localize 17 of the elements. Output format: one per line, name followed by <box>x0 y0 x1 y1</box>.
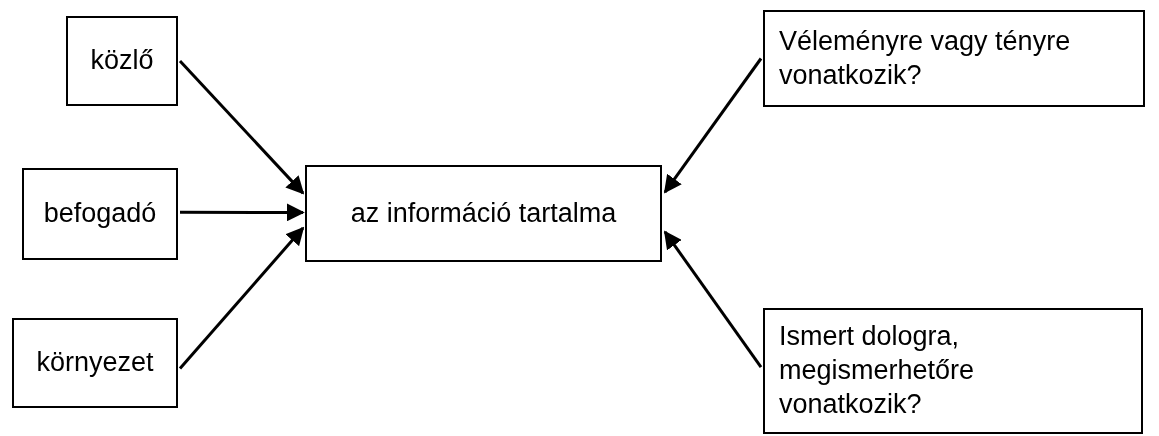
arrow <box>663 230 763 369</box>
box-label: közlő <box>90 44 154 78</box>
text-box <box>22 168 178 260</box>
box-label: Véleményre vagy tényre vonatkozik? <box>779 24 1072 92</box>
text-box <box>305 165 662 262</box>
arrow <box>178 59 305 195</box>
box-label: környezet <box>36 346 154 380</box>
box-label: Ismert dologra, megismerhetőre vonatkozik? <box>779 320 976 421</box>
box-label: befogadó <box>43 197 157 231</box>
text-box <box>763 308 1143 434</box>
box-label: az információ tartalma <box>350 196 617 230</box>
text-box <box>66 16 178 106</box>
text-box <box>12 318 178 408</box>
arrow <box>180 203 305 222</box>
text-box <box>763 10 1145 107</box>
arrow <box>178 226 305 370</box>
arrow <box>663 57 763 194</box>
